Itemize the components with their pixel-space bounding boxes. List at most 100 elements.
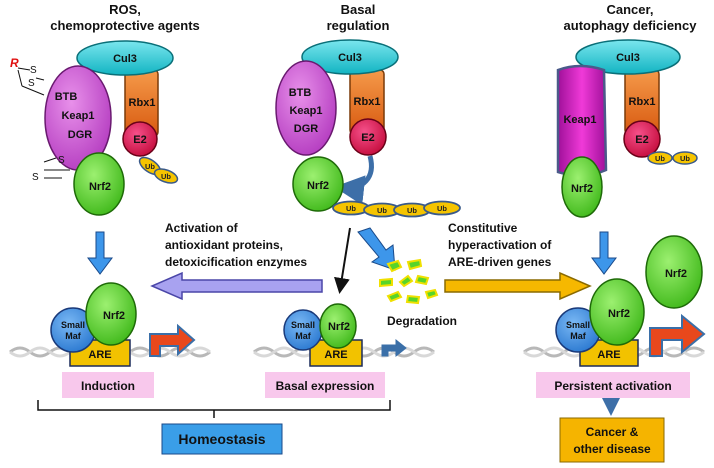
cul3-right-label: Cul3 <box>616 52 640 64</box>
induction-label: Induction <box>81 379 135 393</box>
nrf2-right-free <box>645 235 703 309</box>
s-label-1: S <box>30 65 37 76</box>
ub-center-2-label: Ub <box>377 206 387 215</box>
gene-arrow-center <box>381 338 407 358</box>
nrf2-center <box>292 156 344 212</box>
homeostasis-label: Homeostasis <box>178 431 265 447</box>
activation-left-line1: Activation of <box>165 221 239 235</box>
header-right-line1: Cancer, <box>607 2 654 17</box>
keap1-left-label: Keap1 <box>61 110 94 122</box>
header-center-line1: Basal <box>341 2 376 17</box>
keap1-center-label: Keap1 <box>289 105 322 117</box>
left-transcription-unit: ARE Small Maf Nrf2 <box>50 282 196 367</box>
small-maf-center-line2: Maf <box>295 331 312 341</box>
activation-arrow-left <box>150 271 323 301</box>
nrf2-right-free-label: Nrf2 <box>665 268 687 280</box>
ub-center-1-label: Ub <box>346 204 356 213</box>
nrf2-left-nuclear-label: Nrf2 <box>103 310 125 322</box>
cysteine-modification: R S S S S <box>10 56 70 183</box>
small-maf-right-line2: Maf <box>570 331 587 341</box>
nrf2-right-bound-label: Nrf2 <box>571 183 593 195</box>
homeostasis-box <box>161 423 283 455</box>
degradation-fragments <box>379 258 439 305</box>
cul3-center-label: Cul3 <box>338 52 362 64</box>
nrf2-center-nuclear <box>319 303 357 349</box>
activation-left-line3: detoxicification enzymes <box>165 255 307 269</box>
ub-right-1-label: Ub <box>655 154 665 163</box>
ub-right-2-label: Ub <box>680 154 690 163</box>
basal-expression-box <box>265 372 385 398</box>
down-arrow-right <box>591 231 617 275</box>
degradation-label: Degradation <box>387 314 457 328</box>
activation-left-line2: antioxidant proteins, <box>165 238 283 252</box>
disease-box <box>559 417 665 463</box>
activation-right-line3: ARE-driven genes <box>448 255 552 269</box>
ub-center-4-label: Ub <box>437 204 447 213</box>
nrf2-left <box>73 152 125 216</box>
btb-center-label: BTB <box>289 87 312 99</box>
header-right-line2: autophagy deficiency <box>564 18 698 33</box>
r-group-label: R <box>10 56 19 70</box>
activation-arrow-right <box>444 271 592 301</box>
disease-line2: other disease <box>573 442 651 456</box>
nrf2-center-label: Nrf2 <box>307 180 329 192</box>
ub-left-2-label: Ub <box>161 172 171 181</box>
ub-transfer-arrow <box>334 155 374 206</box>
e2-right <box>623 120 661 158</box>
homeostasis-bracket <box>37 400 391 418</box>
ub-right-1 <box>647 151 673 165</box>
right-complex: Cul3 Rbx1 Keap1 E2 Ub Ub Nrf2 <box>556 39 698 218</box>
btb-left-label: BTB <box>55 91 78 103</box>
right-transcription-unit: ARE Small Maf Nrf2 Nrf2 <box>555 235 706 367</box>
nrf2-right-bound <box>561 156 603 218</box>
keap1-right-label: Keap1 <box>563 114 596 126</box>
are-center-label: ARE <box>324 349 347 361</box>
activation-right-line1: Constitutive <box>448 221 518 235</box>
center-complex: Cul3 Rbx1 BTB Keap1 DGR E2 Nrf2 Ub Ub Ub… <box>275 39 461 218</box>
header-center-line2: regulation <box>327 18 390 33</box>
cul3-left <box>76 40 174 76</box>
small-maf-center <box>283 309 323 351</box>
center-transcription-unit: ARE Small Maf Nrf2 <box>283 303 407 367</box>
ub-left-1-label: Ub <box>145 162 155 171</box>
s-label-3: S <box>58 155 65 166</box>
nrf2-right-nuclear <box>589 278 645 346</box>
header-left-line2: chemoprotective agents <box>50 18 200 33</box>
nrf2-right-nuclear-label: Nrf2 <box>608 308 630 320</box>
header-left-line1: ROS, <box>109 2 141 17</box>
dgr-center-label: DGR <box>294 123 319 135</box>
induction-box <box>62 372 154 398</box>
cul3-left-label: Cul3 <box>113 53 137 65</box>
are-right-label: ARE <box>597 349 620 361</box>
rbx1-left-label: Rbx1 <box>129 97 156 109</box>
ub-center-4 <box>423 200 461 216</box>
e2-left <box>122 121 158 157</box>
ub-center-3-label: Ub <box>407 206 417 215</box>
down-arrow-center <box>334 227 351 294</box>
keap1-center <box>275 60 337 156</box>
small-maf-center-line1: Small <box>291 320 315 330</box>
cul3-right <box>575 39 681 75</box>
ub-left-2 <box>153 168 179 184</box>
are-left-label: ARE <box>88 349 111 361</box>
e2-left-label: E2 <box>133 134 146 146</box>
degradation-arrow <box>357 227 396 271</box>
small-maf-left-line1: Small <box>61 320 85 330</box>
small-maf-right-line1: Small <box>566 320 590 330</box>
disease-line1: Cancer & <box>586 425 639 439</box>
small-maf-left-line2: Maf <box>65 331 82 341</box>
gene-arrow-left <box>149 323 196 357</box>
s-label-2: S <box>28 78 35 89</box>
e2-right-label: E2 <box>635 134 648 146</box>
left-complex: Cul3 Rbx1 BTB Keap1 DGR E2 Ub Ub Nrf2 R … <box>10 40 179 216</box>
activation-right-line2: hyperactivation of <box>448 238 552 252</box>
gene-arrow-right <box>649 313 706 357</box>
dgr-left-label: DGR <box>68 129 93 141</box>
ub-right-2 <box>672 151 698 165</box>
nrf2-left-nuclear <box>85 282 137 346</box>
rbx1-right-label: Rbx1 <box>629 96 656 108</box>
s-label-4: S <box>32 172 39 183</box>
cul3-center <box>301 39 399 75</box>
e2-center <box>349 118 387 156</box>
